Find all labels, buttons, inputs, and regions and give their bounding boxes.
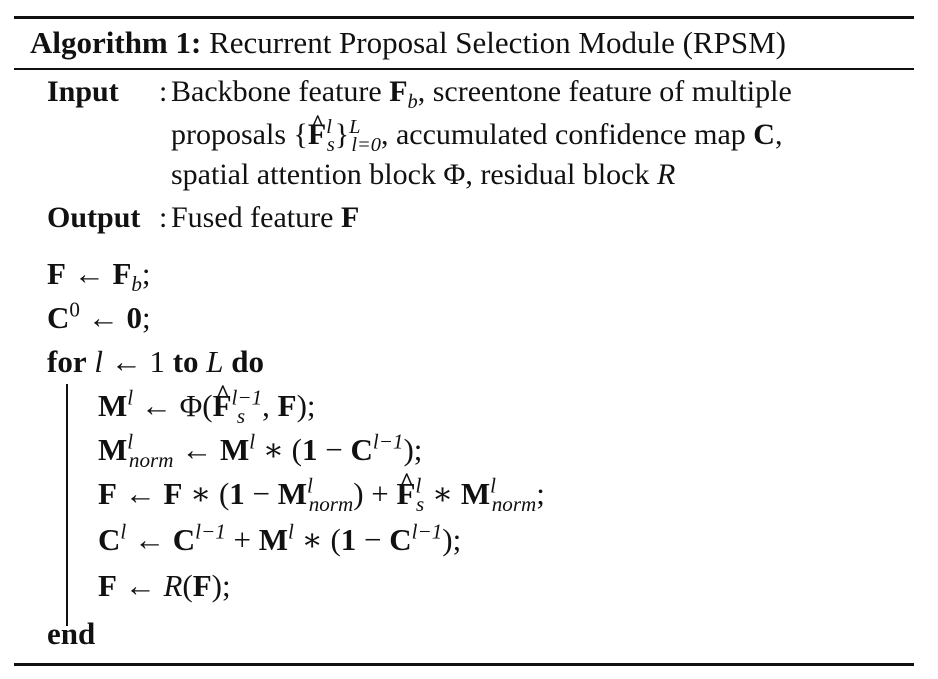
- for-loop-header: for l ← 1 to L do: [47, 344, 265, 379]
- input-label: Input: [47, 75, 119, 108]
- input-colon: :: [159, 75, 168, 108]
- bottom-rule: [14, 663, 914, 666]
- end-keyword: end: [47, 616, 96, 651]
- output-line: Fused feature F: [171, 201, 360, 234]
- algorithm-label: Algorithm 1:: [30, 25, 202, 60]
- loop-body-rule: [66, 384, 68, 626]
- top-rule: [14, 16, 914, 19]
- output-label: Output: [47, 201, 141, 234]
- step-fuse: F ← F ∗ (1 − Mlnorm) + Fls ∗ Mlnorm;: [98, 463, 545, 515]
- input-line-2: proposals {Fls}Ll=0, accumulated confide…: [171, 104, 782, 155]
- algorithm-box: Algorithm 1: Recurrent Proposal Selectio…: [14, 16, 914, 666]
- step-init-c: C0 ← 0;: [47, 297, 151, 335]
- caption-rule: [14, 68, 914, 70]
- step-normalize: Mlnorm ← Ml ∗ (1 − Cl−1);: [98, 429, 423, 473]
- algorithm-caption: Algorithm 1: Recurrent Proposal Selectio…: [30, 24, 786, 62]
- input-line-1: Backbone feature Fb, screentone feature …: [171, 75, 792, 113]
- algorithm-title: Recurrent Proposal Selection Module (RPS…: [209, 25, 786, 60]
- step-residual: F ← R(F);: [98, 568, 231, 603]
- step-attention: Ml ← Φ(Fl−1s, F);: [98, 375, 316, 427]
- input-line-3: spatial attention block Φ, residual bloc…: [171, 158, 676, 191]
- step-init-f: F ← Fb;: [47, 256, 151, 297]
- output-colon: :: [159, 201, 168, 234]
- step-accumulate: Cl ← Cl−1 + Ml ∗ (1 − Cl−1);: [98, 519, 462, 557]
